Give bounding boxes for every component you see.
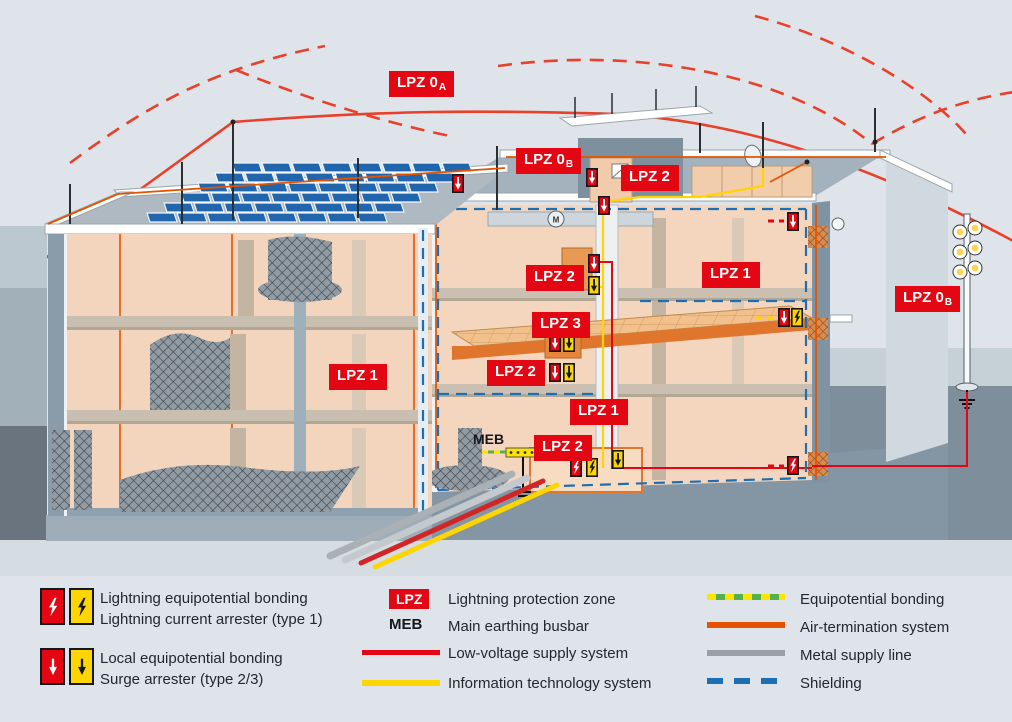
low-voltage-cable	[592, 261, 812, 469]
zone-subscript: B	[565, 159, 574, 170]
metal-supply-line-swatch	[707, 650, 785, 656]
supply-lines-underground	[326, 470, 560, 570]
legend-metal-line-text: Metal supply line	[800, 647, 912, 664]
legend-line: Surge arrester (type 2/3)	[100, 671, 264, 688]
lightning-current-arrester-yellow-icon	[69, 588, 94, 625]
zone-label-lpz2-mid: LPZ 2	[487, 360, 545, 386]
air-termination-swatch	[707, 622, 785, 628]
zone-label-lpz3: LPZ 3	[532, 312, 590, 338]
legend-line: Lightning equipotential bonding	[100, 590, 308, 607]
zone-text: LPZ 2	[542, 438, 583, 455]
lightning-bolt-icon	[77, 597, 86, 616]
it-system-line-swatch	[362, 680, 440, 686]
it-cable	[601, 168, 765, 468]
legend-shielding-text: Shielding	[800, 675, 862, 692]
zone-text: LPZ 0	[524, 151, 565, 168]
shielding-swatch	[707, 678, 785, 684]
zone-label-lpz1-left: LPZ 1	[329, 364, 387, 390]
left-building	[44, 119, 509, 516]
zone-label-lpz0b-left: LPZ 0B	[516, 148, 582, 174]
zone-label-lpz1-right: LPZ 1	[702, 262, 760, 288]
utility-pole	[812, 213, 983, 467]
legend-line: Lightning current arrester (type 1)	[100, 611, 323, 628]
zone-text: LPZ 2	[495, 363, 536, 380]
legend-arrester-type1-text: Lightning equipotential bonding Lightnin…	[100, 588, 323, 630]
legend-low-voltage-text: Low-voltage supply system	[448, 645, 629, 662]
zone-subscript: A	[438, 82, 447, 93]
zone-label-lpz2-penthouse: LPZ 2	[621, 165, 679, 191]
zone-subscript: B	[944, 297, 953, 308]
zone-label-lpz1-shaft: LPZ 1	[570, 399, 628, 425]
meb-diagram-label: MEB	[473, 431, 505, 447]
lightning-current-arrester-red-icon	[40, 588, 65, 625]
fan-motor-label: M	[553, 216, 560, 225]
underground-service-cable	[812, 392, 968, 467]
surge-arrester-yellow-icon	[69, 648, 94, 685]
left-background-terrain	[0, 226, 47, 540]
building-forecourt	[46, 515, 432, 541]
legend-line: Local equipotential bonding	[100, 650, 283, 667]
legend-lpz-chip: LPZ	[389, 589, 430, 609]
legend-it-system-text: Information technology system	[448, 675, 652, 692]
zone-text: LPZ 3	[540, 315, 581, 332]
zone-label-lpz2-upper: LPZ 2	[526, 265, 584, 291]
equipotential-bonding-swatch	[707, 594, 785, 600]
pole-insulators	[952, 220, 983, 280]
rebar-meshes	[52, 236, 360, 512]
zone-text: LPZ 1	[337, 367, 378, 384]
legend-meb-key: MEB	[389, 616, 423, 633]
zone-text: LPZ 0	[903, 289, 944, 306]
street	[0, 540, 1012, 576]
air-termination-rods	[69, 122, 498, 224]
zone-text: LPZ 2	[534, 268, 575, 285]
down-arrow-icon	[77, 658, 86, 675]
legend-lpz-text: Lightning protection zone	[448, 591, 616, 608]
zone-label-lpz0a: LPZ 0A	[389, 71, 455, 97]
satellite-dish-icon	[744, 122, 764, 168]
legend-meb-text: Main earthing busbar	[448, 618, 589, 635]
zone-text: LPZ 0	[397, 74, 438, 91]
zone-text: LPZ 1	[578, 402, 619, 419]
lightning-bolt-icon	[48, 597, 57, 616]
legend-arrester-type23-text: Local equipotential bonding Surge arrest…	[100, 648, 283, 690]
legend-equipotential-text: Equipotential bonding	[800, 591, 945, 608]
low-voltage-line-swatch	[362, 650, 440, 655]
zone-label-lpz2-ground: LPZ 2	[534, 435, 592, 461]
down-arrow-icon	[48, 658, 57, 675]
zone-text: LPZ 1	[710, 265, 751, 282]
legend-air-termination-text: Air-termination system	[800, 619, 950, 636]
zone-text: LPZ 2	[629, 168, 670, 185]
zone-label-lpz0b-right: LPZ 0B	[895, 286, 961, 312]
surge-arrester-red-icon	[40, 648, 65, 685]
